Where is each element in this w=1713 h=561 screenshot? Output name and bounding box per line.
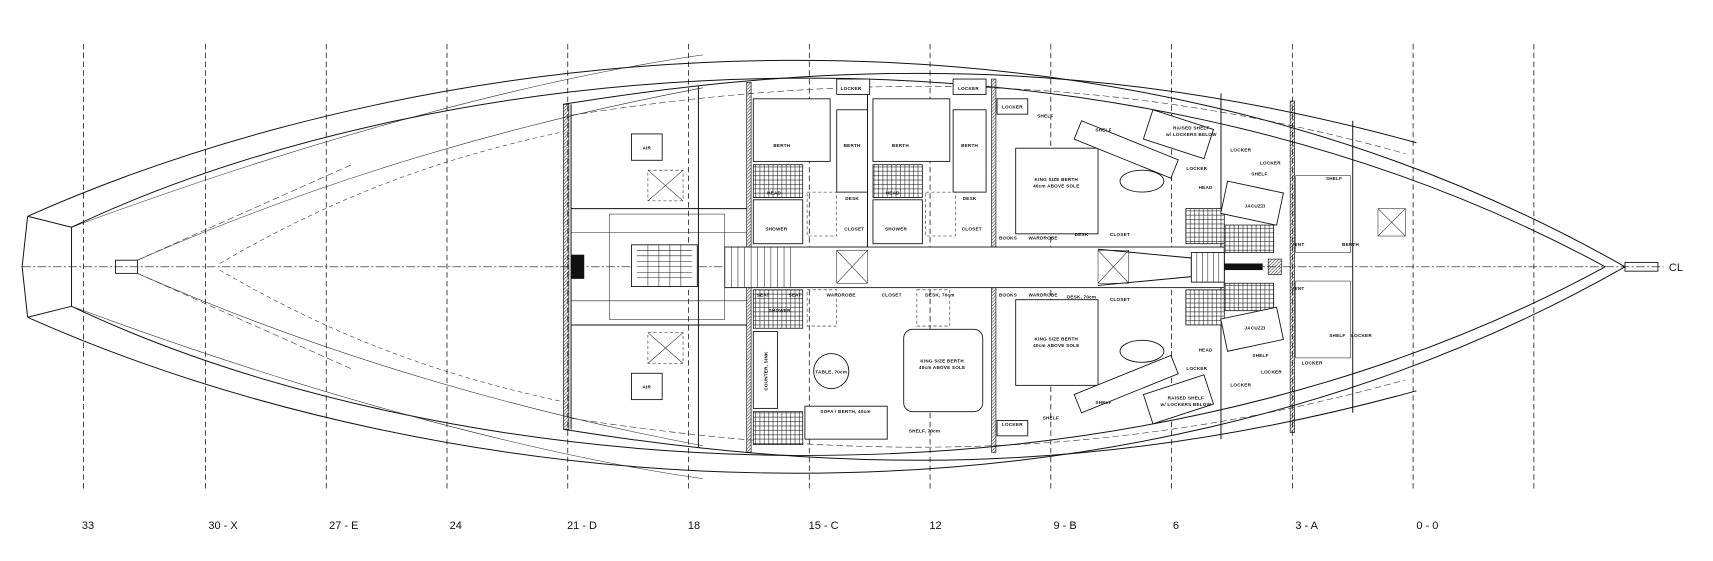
station-label: 6: [1173, 520, 1179, 532]
label-locker: LOCKER: [1230, 382, 1251, 387]
label-raised-shelf-note: w/ LOCKERS BELOW: [1165, 132, 1217, 137]
label-books: BOOKS: [999, 292, 1017, 297]
label-locker: LOCKER: [1261, 369, 1282, 374]
label-shelf: SHELF: [1037, 113, 1053, 118]
station-label: 3 - A: [1295, 520, 1318, 532]
label-closet: CLOSET: [1110, 297, 1130, 302]
label-raised-shelf-note: w/ LOCKERS BELOW: [1160, 402, 1212, 407]
label-locker: LOCKER: [1186, 366, 1207, 371]
label-head: HEAD: [1199, 347, 1213, 352]
station-label: 15 - C: [809, 520, 839, 532]
label-shelf: SHELF: [1329, 333, 1345, 338]
label-shower: SHOWER: [769, 308, 792, 313]
label-berth: BERTH: [892, 143, 909, 148]
label-closet: CLOSET: [1110, 232, 1130, 237]
label-locker: LOCKER: [1230, 148, 1251, 153]
label-king-berth: KING SIZE BERTH: [920, 358, 964, 363]
label-desk: DESK, 70cm: [925, 292, 954, 297]
station-label: 27 - E: [329, 520, 358, 532]
station-label: 0 - 0: [1416, 520, 1438, 532]
label-king-berth: KING SIZE BERTH: [1035, 177, 1079, 182]
label-shower: SHOWER: [765, 227, 788, 232]
label-air: AIR: [643, 145, 652, 150]
label-locker: LOCKER: [1302, 360, 1323, 365]
label-king-berth-note: 40cm ABOVE SOLE: [1033, 343, 1079, 348]
label-table: TABLE, 70cm: [815, 369, 847, 374]
label-wardrobe: WARDROBE: [1029, 235, 1058, 240]
label-wardrobe: WARDROBE: [1029, 292, 1058, 297]
label-locker: LOCKER: [1351, 333, 1372, 338]
label-king-berth-note: 40cm ABOVE SOLE: [1033, 184, 1079, 189]
label-shower: SHOWER: [885, 227, 908, 232]
label-closet: CLOSET: [962, 227, 982, 232]
deckhouse: [563, 72, 1417, 461]
label-jacuzzi: JACUZZI: [1245, 203, 1266, 208]
label-sofa-berth: SOFA / BERTH, 40cm: [820, 409, 870, 414]
label-shelf: SHELF: [1095, 400, 1111, 405]
station-label: 33: [82, 520, 94, 532]
station-label: 12: [929, 520, 941, 532]
label-jacuzzi: JACUZZI: [1245, 325, 1266, 330]
label-wardrobe: WARDROBE: [827, 292, 856, 297]
label-locker: LOCKER: [1002, 422, 1023, 427]
centerline-label: CL: [1669, 262, 1683, 274]
station-label: 18: [688, 520, 700, 532]
label-desk: DESK, 70cm: [1067, 295, 1096, 300]
label-shelf: SHELF: [1251, 172, 1267, 177]
label-seat: SEAT: [789, 292, 802, 297]
label-locker: LOCKER: [1186, 166, 1207, 171]
station-label: 24: [450, 520, 462, 532]
label-locker: LOCKER: [841, 86, 862, 91]
label-locker: LOCKER: [1260, 161, 1281, 166]
label-seat: SEAT: [757, 292, 770, 297]
label-shelf: SHELF: [1252, 353, 1268, 358]
label-shelf: SHELF: [1326, 176, 1342, 181]
label-closet: CLOSET: [882, 292, 902, 297]
station-label: 30 - X: [208, 520, 238, 532]
label-locker: LOCKER: [1002, 105, 1023, 110]
room-labels: LOCKER LOCKER LOCKER BERTH BERTH BERTH B…: [643, 86, 1373, 434]
label-counter-sink: COUNTER, SINK: [764, 351, 769, 391]
label-desk: DESK: [845, 196, 859, 201]
station-label: 21 - D: [567, 520, 597, 532]
label-vent: VENT: [1291, 242, 1304, 247]
label-air: AIR: [643, 385, 652, 390]
label-desk: DESK: [963, 196, 977, 201]
label-berth: BERTH: [773, 143, 790, 148]
label-berth: BERTH: [844, 143, 861, 148]
label-closet: CLOSET: [844, 227, 864, 232]
label-raised-shelf: RAISED SHELF: [1168, 396, 1204, 401]
label-shelf: SHELF: [1043, 415, 1059, 420]
station-label: 9 - B: [1054, 520, 1077, 532]
label-berth: BERTH: [1342, 242, 1359, 247]
label-shelf: SHELF: [1095, 128, 1111, 133]
label-vent: VENT: [1291, 286, 1304, 291]
label-desk: DESK: [1075, 232, 1089, 237]
station-labels: 33 30 - X 27 - E 24 21 - D 18 15 - C 12 …: [82, 520, 1438, 532]
label-raised-shelf: RAISED SHELF: [1173, 126, 1209, 131]
label-king-berth: KING SIZE BERTH: [1035, 336, 1079, 341]
label-berth: BERTH: [961, 143, 978, 148]
label-locker: LOCKER: [958, 86, 979, 91]
label-shelf: SHELF, 70cm: [909, 429, 940, 434]
label-books: BOOKS: [999, 235, 1017, 240]
label-head: HEAD: [767, 190, 781, 195]
label-head: HEAD: [886, 190, 900, 195]
label-head: HEAD: [1199, 185, 1213, 190]
label-king-berth-note: 40cm ABOVE SOLE: [919, 365, 965, 370]
